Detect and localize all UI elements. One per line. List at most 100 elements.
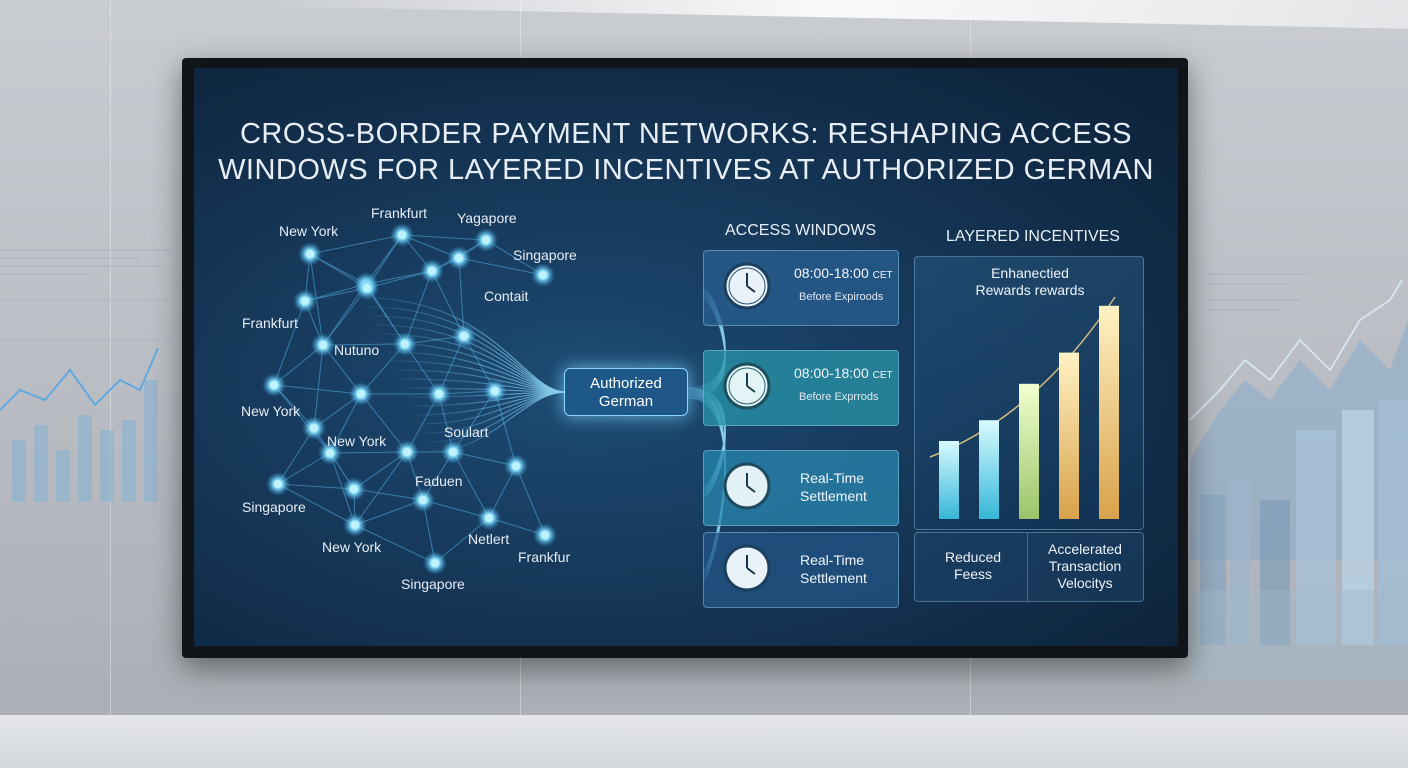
clock-icon — [723, 362, 771, 410]
left-wall-chart — [0, 240, 180, 530]
network-edge — [273, 384, 331, 454]
access-windows-title: Access Windows — [725, 222, 877, 239]
network-edge — [354, 524, 436, 564]
outcome-reduced-fees: Reduced Feess — [944, 549, 1002, 582]
network-node — [403, 448, 411, 456]
network-edge — [273, 384, 362, 395]
network-node — [301, 297, 309, 305]
city-label: Netlert — [468, 531, 510, 547]
authorized-german-hub: Authorized German — [564, 368, 688, 416]
city-label: New York — [279, 223, 339, 239]
city-label: Singapore — [401, 576, 465, 592]
incentive-bar — [1099, 305, 1119, 519]
city-label: Singapore — [513, 247, 577, 263]
city-label: Frankfur — [518, 549, 571, 565]
network-node — [541, 531, 549, 539]
network-edge — [494, 390, 517, 467]
display-screen: Cross-Border Payment Networks: Reshaping… — [194, 68, 1178, 646]
access-window-card[interactable]: 08:00-18:00 CET Before Expiroods — [703, 250, 899, 326]
network-edge — [515, 465, 546, 536]
network-node — [419, 496, 427, 504]
network-edge — [277, 483, 356, 526]
right-wall-chart — [1190, 260, 1408, 680]
network-node — [306, 250, 314, 258]
network-node — [485, 514, 493, 522]
city-label: Faduen — [415, 473, 463, 489]
window-hours: 08:00-18:00 CET — [794, 365, 893, 381]
network-edge — [273, 300, 306, 386]
city-label: Soulart — [444, 424, 489, 440]
city-label: Frankfurt — [242, 315, 299, 331]
access-window-card[interactable]: 08:00-18:00 CET Before Exprrods — [703, 350, 899, 426]
outcome-transaction-velocity: Accelerated Transaction Velocitys — [1048, 541, 1122, 591]
divider — [1027, 533, 1028, 601]
network-edge — [452, 451, 490, 519]
clock-icon — [723, 544, 771, 592]
network-edge — [404, 270, 433, 345]
incentives-chart-panel: Enhanectied Rewards rewards — [914, 256, 1144, 530]
network-edge — [401, 234, 487, 241]
network-node — [326, 449, 334, 457]
incentive-bars — [929, 296, 1119, 519]
incentive-bar — [1059, 352, 1079, 519]
city-label: New York — [327, 433, 387, 449]
city-label: Nutuno — [334, 342, 380, 358]
network-node — [319, 341, 327, 349]
wall-panel — [0, 0, 111, 715]
network-node — [482, 236, 490, 244]
network-edge — [313, 344, 324, 429]
settlement-label: Real-Time Settlement — [800, 552, 867, 586]
city-label: Yagapore — [457, 210, 517, 226]
city-label: New York — [241, 403, 301, 419]
incentive-bar — [939, 441, 959, 519]
incentive-bar — [979, 420, 999, 519]
network-edge — [354, 499, 424, 526]
settlement-card[interactable]: Real-Time Settlement — [703, 450, 899, 526]
network-edge — [354, 451, 408, 526]
network-node — [310, 424, 318, 432]
network-edge — [360, 393, 408, 453]
network-edge — [458, 257, 544, 276]
rewards-headline: Enhanectied Rewards rewards — [975, 265, 1085, 298]
network-edge — [322, 343, 406, 346]
clock-icon — [723, 462, 771, 510]
floor — [0, 715, 1408, 768]
network-node — [431, 559, 439, 567]
network-node — [428, 267, 436, 275]
city-label: Contait — [484, 288, 529, 304]
network-node — [401, 340, 409, 348]
network-edge — [277, 483, 355, 490]
network-node — [435, 390, 443, 398]
incentive-outcomes: Reduced Feess Accelerated Transaction Ve… — [914, 532, 1144, 602]
network-edge — [458, 257, 465, 337]
window-note: Before Exprrods — [799, 391, 879, 403]
settlement-label: Real-Time Settlement — [800, 470, 867, 504]
network-node — [512, 462, 520, 470]
headline-line-1: Cross-Border Payment Networks: Reshaping… — [239, 118, 1133, 150]
network-node — [363, 284, 371, 292]
network-node — [491, 387, 499, 395]
network-node — [460, 332, 468, 340]
window-hours: 08:00-18:00 CET — [794, 265, 893, 281]
city-label: Frankfurt — [371, 205, 428, 221]
network-node — [398, 231, 406, 239]
window-note: Before Expiroods — [799, 291, 884, 303]
layered-incentives-title: Layered Incentives — [946, 228, 1120, 245]
network-edge — [329, 451, 408, 454]
network-node — [449, 448, 457, 456]
clock-icon — [723, 262, 771, 310]
headline-line-2: Windows for Layered Incentives at Author… — [218, 154, 1154, 186]
settlement-card[interactable]: Real-Time Settlement — [703, 532, 899, 608]
incentive-bar — [1019, 383, 1039, 519]
network-node — [274, 480, 282, 488]
network-node — [455, 254, 463, 262]
city-label: New York — [322, 539, 382, 555]
network-node — [539, 271, 547, 279]
network-node — [357, 390, 365, 398]
city-label: Singapore — [242, 499, 306, 515]
network-node — [270, 381, 278, 389]
network-edge — [309, 234, 403, 255]
network-node — [350, 485, 358, 493]
network-node — [351, 521, 359, 529]
network-edge — [322, 287, 368, 346]
